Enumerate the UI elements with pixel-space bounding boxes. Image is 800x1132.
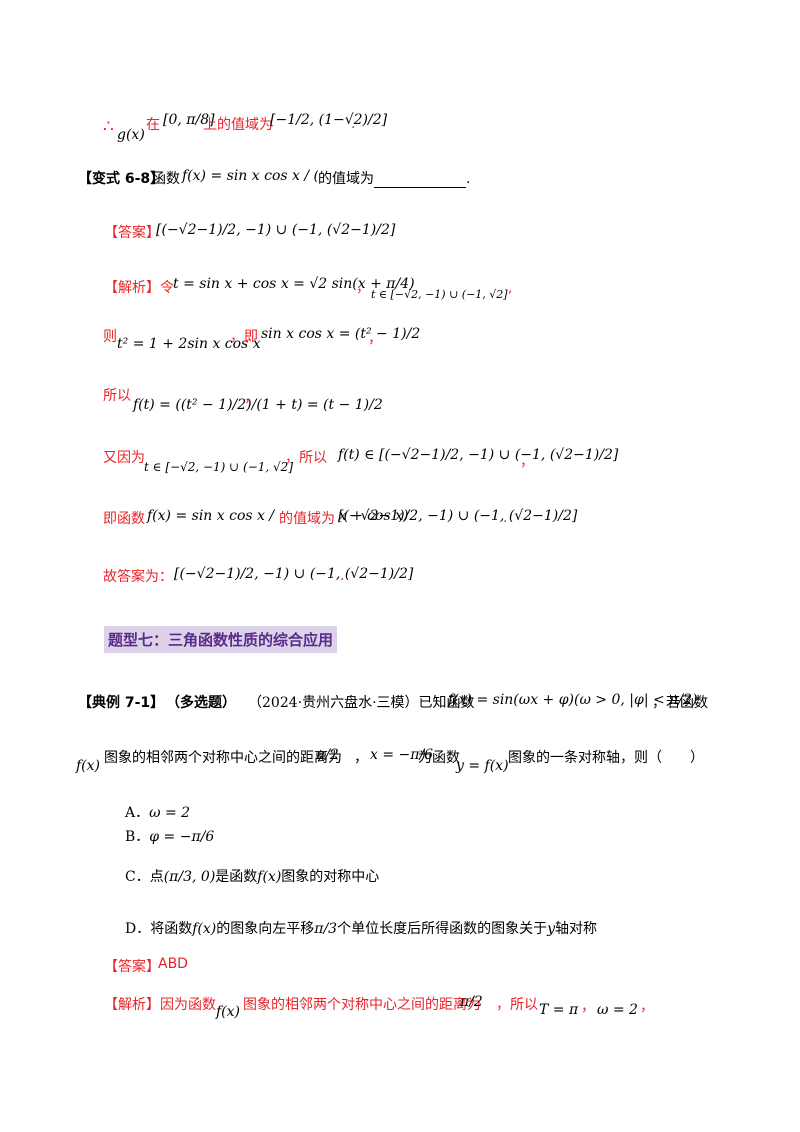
text: 图象的一条对称轴，则（ ） [508,750,704,766]
text: ，所以 [496,997,538,1013]
text: 的值域为. [318,168,471,188]
text: 所以 [103,388,131,404]
therefore-symbol: ∴ [103,117,114,137]
example-label: 【典例 7-1】 [78,695,165,711]
answer-label: 【答案】 [104,959,160,975]
text: 令 [160,280,174,296]
math-range: [(−√2−1)/2, −1) ∪ (−1, (√2−1)/2] [338,508,578,524]
text: 图象的相邻两个对称中心之间的距离为 [104,750,342,766]
math-distance: π/2 [316,747,339,763]
option-c: C．点(π/3, 0)是函数f(x)图象的对称中心 [125,869,380,885]
text: ， [581,999,595,1015]
math-distance: π/2 [460,994,483,1010]
math-domain: t ∈ [−√2, −1) ∪ (−1, √2] [144,460,293,474]
text: 的值域为 [279,508,335,528]
math-range: [−1/2, (1−√2)/2] [270,112,388,128]
math-f: f(x) [216,1004,241,1020]
answer-blank [374,173,466,188]
option-d: D．将函数f(x)的图象向左平移π/3个单位长度后所得函数的图象关于y轴对称 [125,921,597,937]
text: 又因为 [103,450,145,466]
analysis-label: 【解析】 [104,280,160,296]
math-product: sin x cos x = (t² − 1)/2 [261,326,421,342]
math-axis: x = −π/6 [370,747,434,763]
text: 则 [103,329,117,345]
text: ，所以 [285,450,327,466]
math-y: y = f(x) [456,758,509,774]
text: ， [354,750,368,766]
problem-label: 【变式 6-8】 [78,171,165,187]
text: ， [640,999,654,1015]
analysis-label: 【解析】 [104,997,160,1013]
math-omega: ω = 2 [597,1002,638,1018]
text: （2024·贵州六盘水·三模）已知函数 [248,695,475,711]
text: 故答案为： [103,569,173,585]
option-b: B．φ = −π/6 [125,829,215,845]
math-identity: t² = 1 + 2sin x cos x [117,336,261,352]
text: ，若函数 [652,695,708,711]
text: . [340,568,345,584]
math-range: f(t) ∈ [(−√2−1)/2, −1) ∪ (−1, (√2−1)/2] [338,447,619,463]
answer-value: ABD [158,956,188,972]
text: . [503,510,508,526]
math-range: [(−√2−1)/2, −1) ∪ (−1, (√2−1)/2] [174,566,414,582]
math-function: f(x) = sin(ωx + φ)(ω > 0, |φ| < π/2) [448,692,698,708]
text: ，即 [230,329,258,345]
option-a: A．ω = 2 [125,805,191,821]
text: 上的值域为 [203,117,273,133]
text: ， [356,280,370,296]
math-g: g(x) [117,127,145,143]
text: 图象的相邻两个对称中心之间的距离为 [243,997,481,1013]
text: ， [368,331,382,347]
question-type: （多选题） [166,695,236,711]
text: 在 [146,117,160,133]
text: , [508,280,513,296]
text: . [351,116,356,132]
math-domain: t ∈ [−√2, −1) ∪ (−1, √2] [371,288,508,301]
math-ft: f(t) = ((t² − 1)/2)/(1 + t) = (t − 1)/2 [133,397,383,413]
text: 即函数 [103,511,145,527]
math-period: T = π [539,1002,579,1018]
section-heading: 题型七：三角函数性质的综合应用 [104,626,338,653]
text: 函数 [152,171,180,187]
answer-label: 【答案】 [104,225,160,241]
text: ， [520,454,534,470]
math-interval: [0, π/8] [163,112,215,128]
text: 为函数 [418,750,460,766]
math-answer: [(−√2−1)/2, −1) ∪ (−1, (√2−1)/2] [156,222,396,238]
math-f: f(x) [76,758,101,774]
text: 因为函数 [160,997,216,1013]
text: ， [244,390,258,406]
math-function: f(x) = sin x cos x / (1 + sin x + cos x) [147,508,409,524]
math-substitution: t = sin x + cos x = √2 sin(x + π/4) [173,276,415,292]
